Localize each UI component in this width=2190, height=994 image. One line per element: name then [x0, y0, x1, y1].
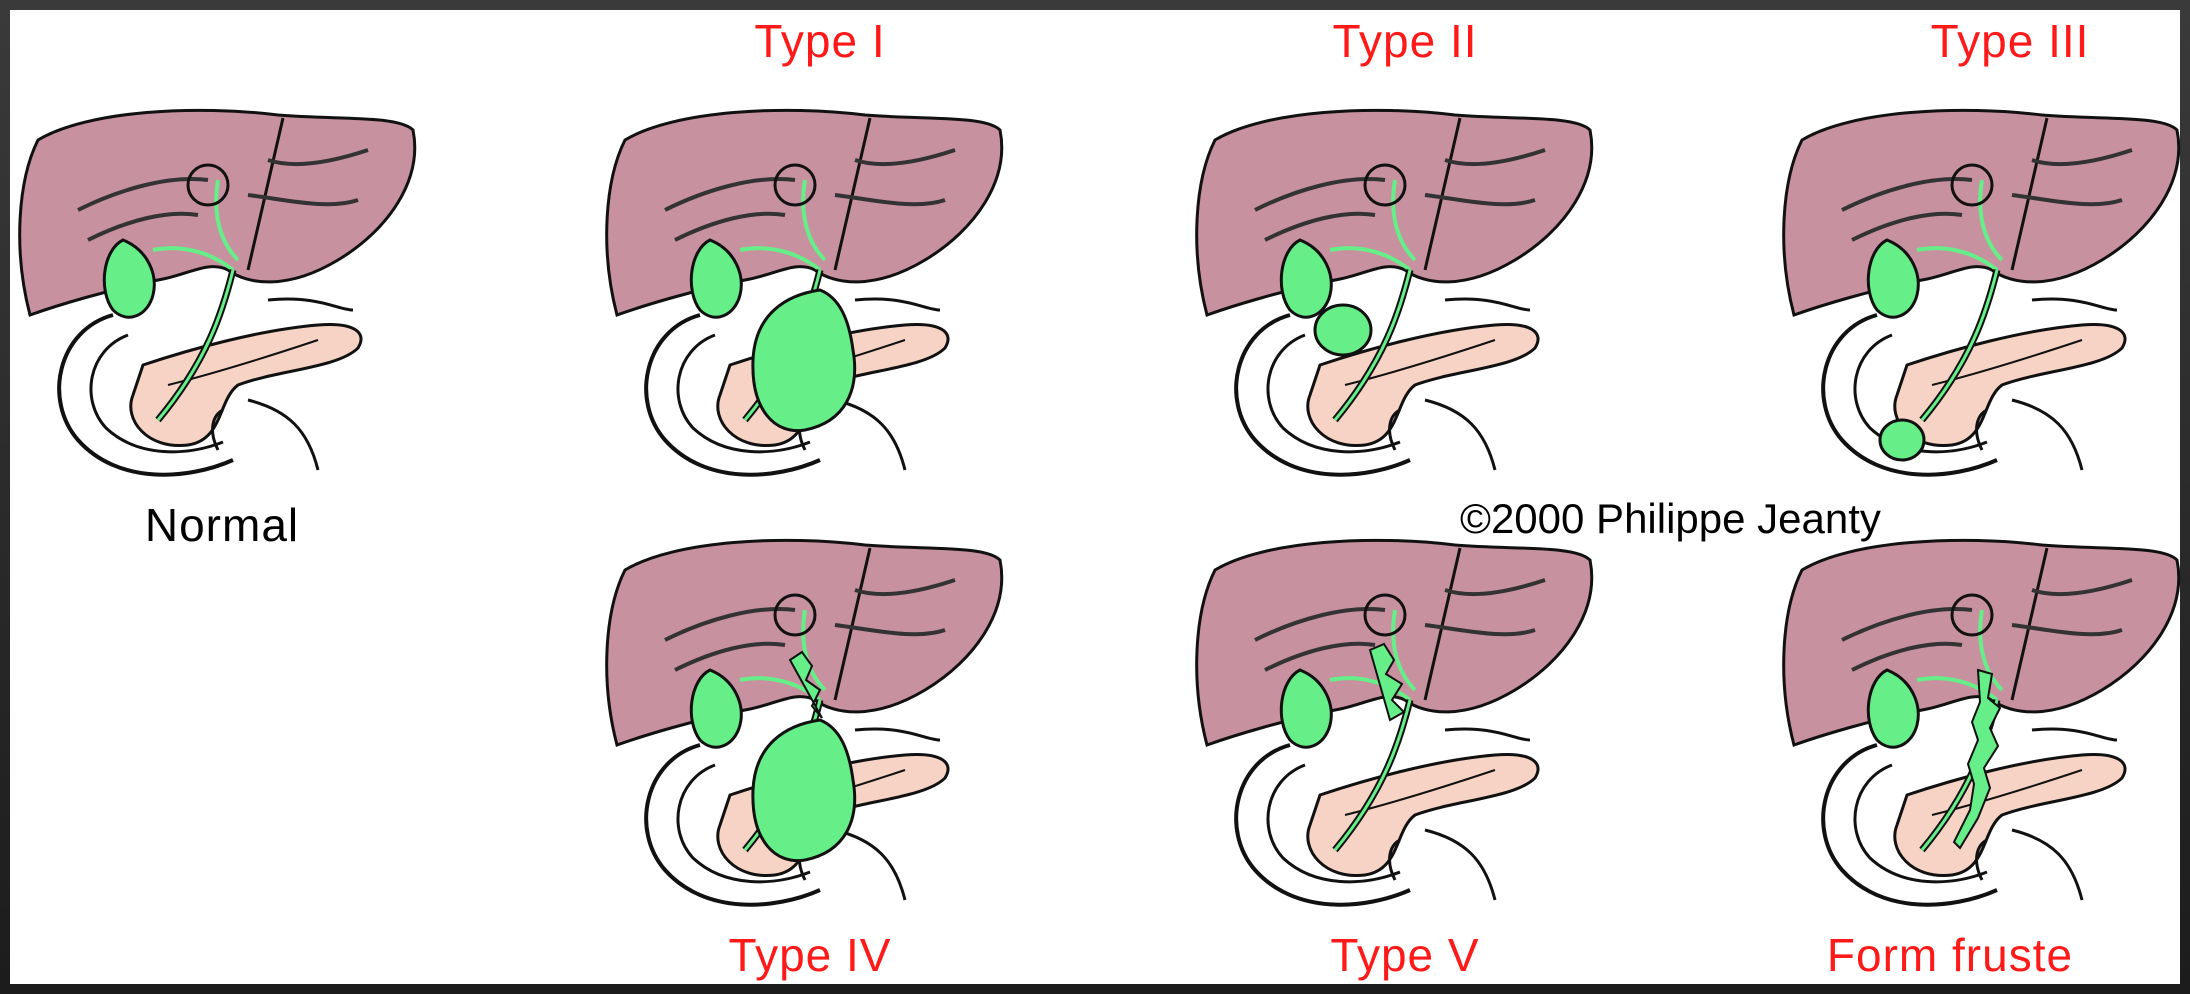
copyright-notice: ©2000 Philippe Jeanty — [1460, 498, 1881, 540]
type-ii-diverticulum — [1315, 305, 1371, 355]
panel-type-i — [605, 100, 1025, 520]
label-normal: Normal — [145, 502, 299, 548]
type-i-cyst — [753, 290, 855, 431]
type-iii-choledochocele — [1880, 420, 1924, 460]
panel-type-iii — [1782, 100, 2190, 520]
panel-type-v — [1195, 530, 1615, 950]
label-type-ii: Type II — [1332, 18, 1477, 64]
label-type-v: Type V — [1330, 932, 1479, 978]
diagram-canvas: Normal Type I Type II Type III Type IV T… — [10, 10, 2180, 984]
panel-normal — [18, 100, 438, 520]
label-type-iv: Type IV — [729, 932, 892, 978]
label-form-fruste: Form fruste — [1827, 932, 2073, 978]
label-type-iii: Type III — [1931, 18, 2090, 64]
panel-type-ii — [1195, 100, 1615, 520]
panel-form-fruste — [1782, 530, 2190, 950]
label-type-i: Type I — [754, 18, 885, 64]
type-iv-cyst — [753, 720, 855, 861]
panel-type-iv — [605, 530, 1025, 950]
